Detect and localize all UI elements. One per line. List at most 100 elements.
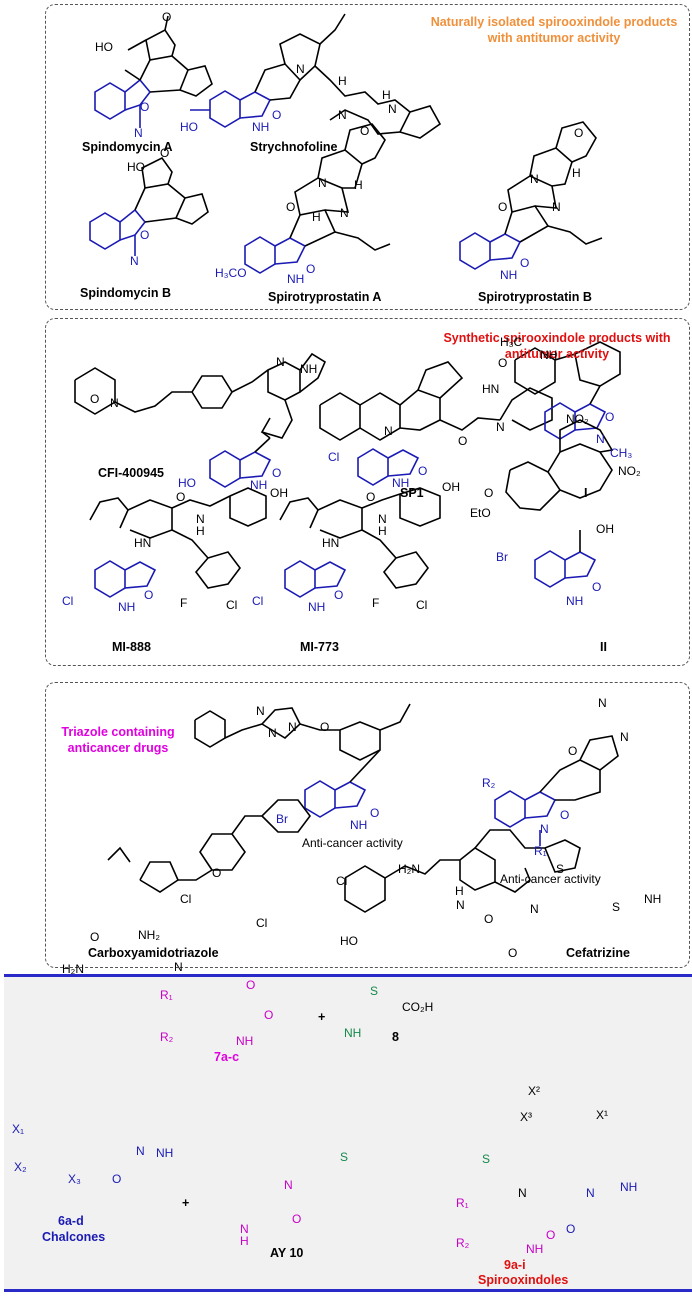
atom-nh: NH xyxy=(392,476,410,490)
atom-o: O xyxy=(286,200,296,214)
natural-panel-title: Naturally isolated spirooxindole product… xyxy=(430,15,678,45)
atom-o: O xyxy=(162,10,172,24)
label-i: I xyxy=(584,486,588,500)
atom-o: O xyxy=(334,588,344,602)
atom-n: N xyxy=(496,420,505,434)
atom-nh: NH xyxy=(344,1026,362,1040)
atom-o: O xyxy=(272,108,282,122)
atom-cl: Cl xyxy=(226,598,238,612)
atom-o: O xyxy=(592,580,602,594)
atom-n: N xyxy=(540,822,549,836)
atom-ho: HO xyxy=(340,934,358,948)
atom-n: N xyxy=(136,1144,145,1158)
label-mi-773: MI-773 xyxy=(300,640,339,654)
atom-cl: Cl xyxy=(336,874,348,888)
triazole-panel-title: Triazole containing anticancer drugs xyxy=(61,725,175,755)
atom-hn: HN xyxy=(322,536,340,550)
atom-o: O xyxy=(144,588,154,602)
atom-nh: NH xyxy=(308,600,326,614)
synthetic-panel-title: Synthetic spirooxindole products with an… xyxy=(443,331,671,361)
natural-products-panel xyxy=(45,4,690,310)
atom-nh: NH xyxy=(500,268,518,282)
atom-n: N xyxy=(256,704,265,718)
atom-nh: NH xyxy=(566,594,584,608)
atom-oh: OH xyxy=(596,522,614,536)
isatin-label: 7a-c xyxy=(214,1050,240,1064)
atom-o: O xyxy=(566,1222,576,1236)
atom-h: H xyxy=(338,74,347,88)
atom-ho: HO xyxy=(95,40,113,54)
atom-cl: Cl xyxy=(328,450,340,464)
atom-n: N xyxy=(284,1178,293,1192)
atom-x3-super: X³ xyxy=(520,1110,532,1124)
atom-n: N xyxy=(378,512,387,526)
atom-hn: HN xyxy=(482,382,500,396)
atom-o: O xyxy=(246,978,256,992)
triazole-drugs-panel xyxy=(45,682,690,968)
atom-x2-super: X² xyxy=(528,1084,540,1098)
atom-ho: HO xyxy=(127,160,145,174)
atom-r1: R₁ xyxy=(456,1196,469,1210)
atom-nh: NH xyxy=(350,818,368,832)
atom-nh: NH xyxy=(287,272,305,286)
atom-r2: R₂ xyxy=(482,776,496,790)
atom-o: O xyxy=(605,410,615,424)
label-ii: II xyxy=(600,640,607,654)
plus-sign-1: + xyxy=(318,1010,326,1024)
atom-o: O xyxy=(292,1212,302,1226)
label-cfi-400945: CFI-400945 xyxy=(98,466,165,480)
atom-n: N xyxy=(598,696,607,710)
atom-o: O xyxy=(360,124,370,138)
atom-o: O xyxy=(160,146,170,160)
atom-o: O xyxy=(112,1172,122,1186)
atom-n: N xyxy=(338,108,347,122)
plus-sign-2: + xyxy=(182,1196,190,1210)
label-strychnofoline: Strychnofoline xyxy=(250,140,338,154)
atom-o: O xyxy=(498,356,508,370)
product-name: Spirooxindoles xyxy=(478,1273,569,1287)
atom-s: S xyxy=(612,900,621,914)
atom-f: F xyxy=(372,596,380,610)
atom-o: O xyxy=(458,434,468,448)
atom-n: N xyxy=(456,898,465,912)
label-carboxyamidotriazole: Carboxyamidotriazole xyxy=(88,946,219,960)
atom-o: O xyxy=(320,720,330,734)
atom-n: N xyxy=(130,254,139,268)
atom-nh: NH xyxy=(252,120,270,134)
atom-h: H xyxy=(240,1234,249,1248)
atom-nh: NH xyxy=(620,1180,638,1194)
atom-o: O xyxy=(484,912,494,926)
atom-h: H xyxy=(312,210,321,224)
activity-note-1: Anti-cancer activity xyxy=(302,836,403,850)
atom-n: N xyxy=(388,102,397,116)
atom-h: H xyxy=(378,524,387,538)
atom-cl: Cl xyxy=(180,892,192,906)
atom-cl: Cl xyxy=(256,916,268,930)
atom-oh: OH xyxy=(270,486,288,500)
atom-no2: NO₂ xyxy=(566,412,589,426)
label-spindomycin-a: Spindomycin A xyxy=(82,140,173,154)
label-mi-888: MI-888 xyxy=(112,640,151,654)
atom-o: O xyxy=(568,744,578,758)
atom-h2n: H₂N xyxy=(398,862,420,876)
intermediate-label: AY 10 xyxy=(270,1246,304,1260)
atom-o: O xyxy=(520,256,530,270)
atom-s: S xyxy=(370,984,379,998)
activity-note-2: Anti-cancer activity xyxy=(500,872,601,886)
atom-o: O xyxy=(484,486,494,500)
label-cefatrizine: Cefatrizine xyxy=(566,946,630,960)
atom-o: O xyxy=(212,866,222,880)
atom-h: H xyxy=(196,524,205,538)
atom-nh: NH xyxy=(644,892,662,906)
atom-x3: X₃ xyxy=(68,1172,81,1186)
atom-n: N xyxy=(296,62,305,76)
atom-n: N xyxy=(530,172,539,186)
atom-n: N xyxy=(586,1186,595,1200)
atom-ch3: CH₃ xyxy=(610,446,633,460)
atom-o: O xyxy=(418,464,428,478)
atom-r2: R₂ xyxy=(456,1236,470,1250)
atom-h: H xyxy=(382,88,391,102)
atom-ho: HO xyxy=(178,476,196,490)
atom-n: N xyxy=(174,960,183,974)
chalcone-name: Chalcones xyxy=(42,1230,106,1244)
